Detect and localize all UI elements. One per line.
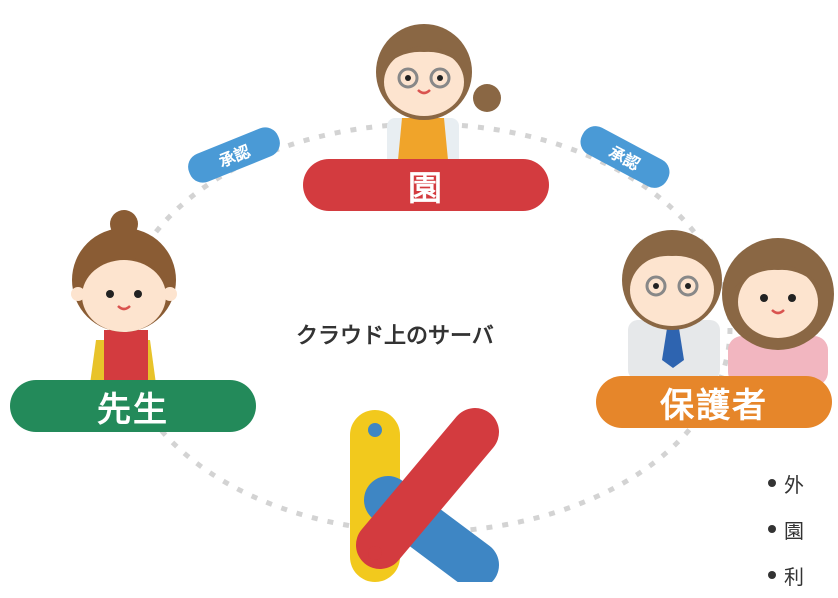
bullet-dot [768, 571, 776, 579]
bullet-dot [768, 479, 776, 487]
role-en-pill: 園 [303, 159, 549, 211]
server-logo [350, 408, 499, 582]
feature-list: 外 園 利 [768, 460, 804, 598]
parents-figure [622, 230, 834, 386]
list-item: 利 [768, 552, 804, 598]
role-sensei-pill: 先生 [10, 380, 256, 432]
list-item-text: 外 [784, 472, 804, 497]
principal-figure [376, 24, 501, 166]
teacher-figure [71, 210, 177, 384]
diagram-graphics [71, 24, 834, 582]
server-label: クラウド上のサーバ [296, 324, 494, 349]
bullet-dot [768, 525, 776, 533]
list-item-text: 利 [784, 564, 804, 589]
list-item: 園 [768, 506, 804, 552]
role-hogosha-pill: 保護者 [596, 376, 832, 428]
list-item: 外 [768, 460, 804, 506]
list-item-text: 園 [784, 518, 804, 543]
diagram-stage: 園 先生 保護者 承認 承認 クラウド上のサーバ 外 園 利 [10, 24, 834, 589]
